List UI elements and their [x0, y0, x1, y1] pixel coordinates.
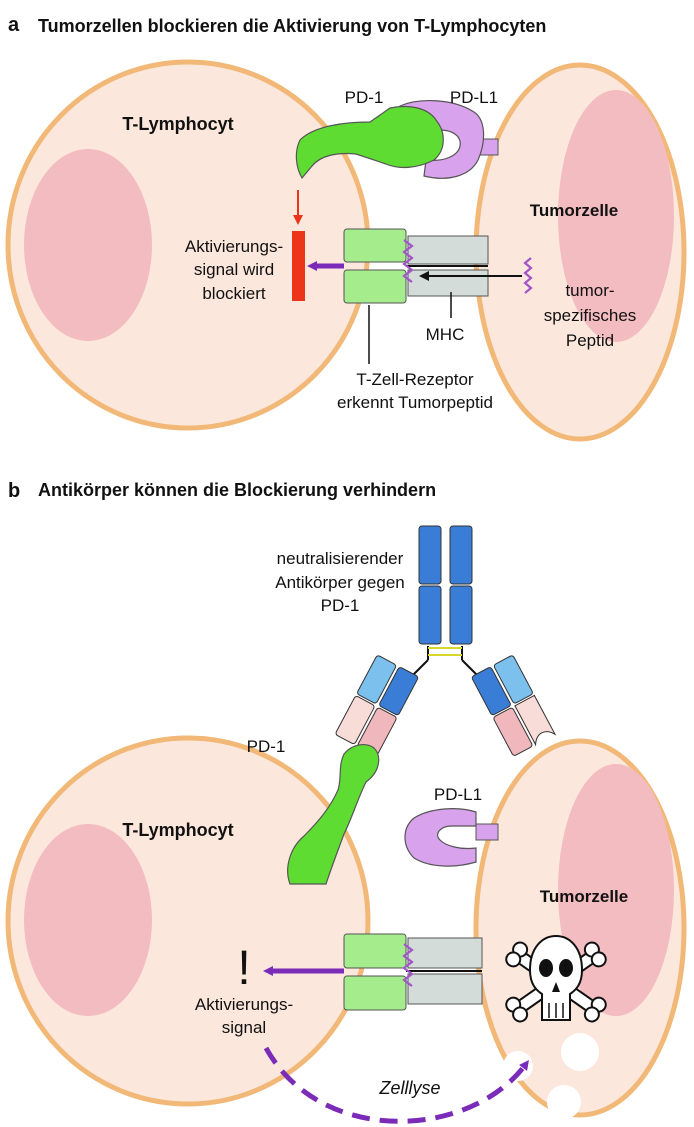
panel-a: a Tumorzellen blockieren die Aktivierung…	[5, 14, 687, 442]
pd1-label-b: PD-1	[247, 737, 286, 756]
exclamation-mark: !	[237, 942, 250, 995]
pd1-a	[295, 105, 444, 180]
antibody-line-1: neutralisierender	[277, 549, 404, 568]
tumor-label-a: Tumorzelle	[530, 201, 618, 220]
peptide-line-2: spezifisches	[544, 306, 637, 325]
signal-line-1-a: Aktivierungs-	[185, 237, 283, 256]
mhc-label: MHC	[426, 325, 465, 344]
lysis-hole	[547, 1085, 581, 1119]
pd1-label-a: PD-1	[345, 88, 384, 107]
peptide-line-1: tumor-	[565, 281, 614, 300]
panel-a-title: Tumorzellen blockieren die Aktivierung v…	[38, 16, 546, 36]
panel-a-letter: a	[8, 14, 20, 36]
signal-line-3-a: blockiert	[202, 284, 266, 303]
block-bar	[292, 231, 305, 301]
lysis-arrow	[263, 1046, 529, 1124]
peptide-a	[523, 257, 533, 294]
tumor-cell-nucleus-a	[558, 90, 674, 342]
pd1-b	[287, 744, 380, 885]
panel-b: b Antikörper können die Blockierung verh…	[5, 480, 687, 1124]
lysis-hole	[561, 1033, 599, 1071]
pdl1-b	[404, 808, 499, 867]
signal-line-2-b: signal	[222, 1018, 266, 1037]
peptide-line-3: Peptid	[566, 331, 614, 350]
antibody-line-2: Antikörper gegen	[275, 573, 404, 592]
antibody-line-3: PD-1	[321, 596, 360, 615]
t-cell-label-a: T-Lymphocyt	[122, 114, 233, 134]
antibody	[335, 525, 557, 756]
tcr-line-2: erkennt Tumorpeptid	[337, 393, 493, 412]
skull-crossbones-icon	[505, 934, 607, 1023]
pdl1-label-a: PD-L1	[450, 88, 498, 107]
signal-line-1-b: Aktivierungs-	[195, 995, 293, 1014]
tumor-label-b: Tumorzelle	[540, 887, 628, 906]
lysis-label: Zelllyse	[378, 1078, 440, 1098]
panel-b-letter: b	[8, 480, 20, 502]
t-cell-nucleus-b	[24, 824, 152, 1016]
tcr-mhc-complex-b	[343, 933, 483, 1011]
panel-b-title: Antikörper können die Blockierung verhin…	[38, 480, 436, 500]
lysis-hole	[503, 1051, 533, 1081]
t-cell-nucleus-a	[24, 149, 152, 341]
t-cell-label-b: T-Lymphocyt	[122, 820, 233, 840]
tcr-line-1: T-Zell-Rezeptor	[356, 370, 473, 389]
signal-line-2-a: signal wird	[194, 260, 274, 279]
pdl1-label-b: PD-L1	[434, 785, 482, 804]
